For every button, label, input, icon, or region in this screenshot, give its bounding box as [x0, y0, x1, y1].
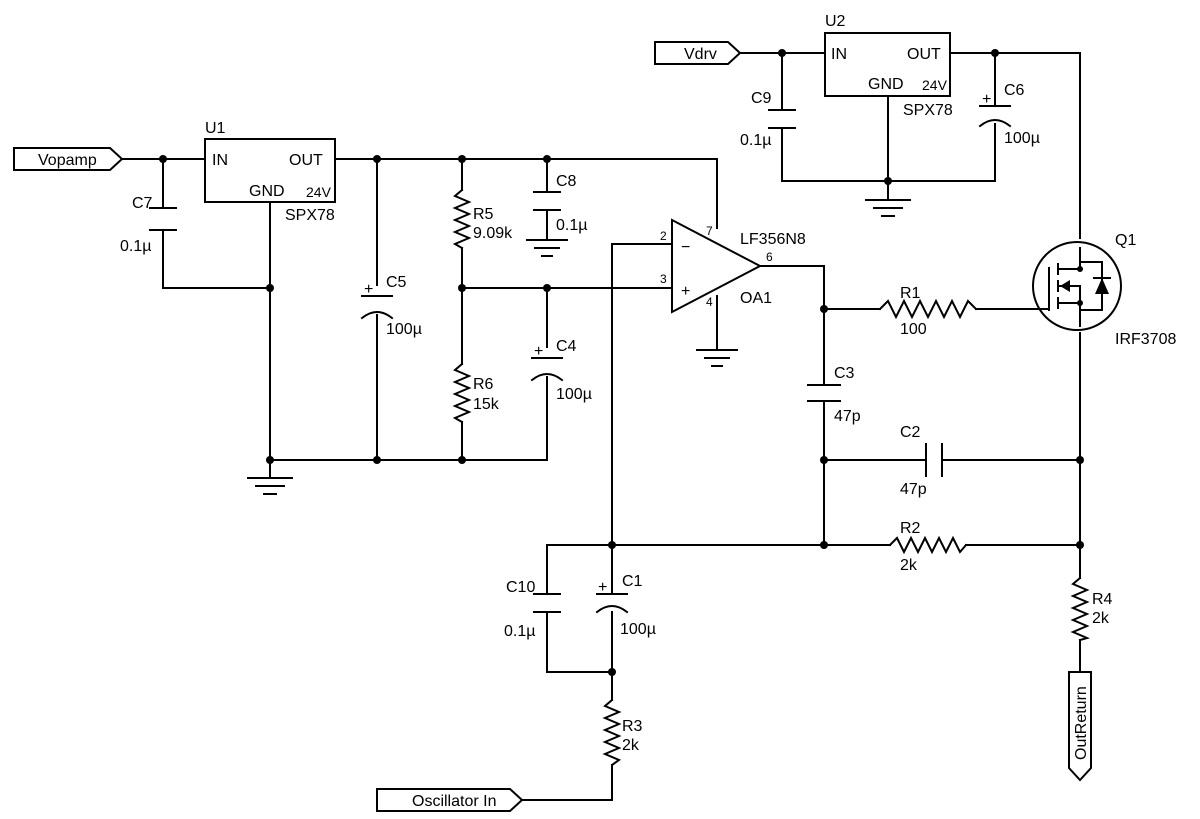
- resistor-r6: R6 15k: [452, 362, 500, 424]
- resistor-r3: R3 2k: [602, 698, 643, 767]
- port-vdrv: Vdrv: [654, 41, 742, 65]
- u1-part: SPX78: [285, 207, 335, 224]
- c2-value: 47p: [900, 481, 927, 498]
- ground-symbol-u1: [247, 477, 293, 495]
- opamp-ref: OA1: [740, 290, 772, 307]
- port-outreturn: OutReturn: [1068, 671, 1092, 782]
- u2-voltage: 24V: [922, 77, 948, 93]
- u2-pin-gnd: GND: [868, 76, 904, 93]
- capacitor-c3: C3 47p: [807, 365, 861, 425]
- r4-value: 2k: [1092, 610, 1110, 627]
- capacitor-c6: + C6 100µ: [978, 82, 1040, 147]
- c6-ref: C6: [1004, 82, 1025, 99]
- c9-ref: C9: [751, 90, 772, 107]
- r6-value: 15k: [473, 396, 500, 413]
- c3-ref: C3: [834, 365, 855, 382]
- capacitor-c4: + C4 100µ: [530, 338, 592, 403]
- u2-ref: U2: [825, 13, 846, 30]
- r3-ref: R3: [622, 718, 643, 735]
- port-oscillator-in-label: Oscillator In: [412, 793, 496, 810]
- opamp-plus-symbol: +: [681, 283, 690, 300]
- wires: [121, 52, 1081, 801]
- c10-ref: C10: [506, 579, 535, 596]
- c1-ref: C1: [622, 573, 643, 590]
- u1-pin-in: IN: [212, 152, 228, 169]
- opamp-part: LF356N8: [740, 231, 806, 248]
- r2-value: 2k: [900, 557, 918, 574]
- r5-value: 9.09k: [473, 225, 513, 242]
- r1-value: 100: [900, 321, 927, 338]
- regulator-u1: U1 IN OUT GND 24V SPX78: [204, 120, 336, 224]
- port-vopamp: Vopamp: [13, 147, 124, 171]
- u2-pin-in: IN: [831, 46, 847, 63]
- u1-pin-out: OUT: [289, 152, 323, 169]
- u1-ref: U1: [205, 120, 226, 137]
- c5-ref: C5: [386, 274, 407, 291]
- port-vopamp-label: Vopamp: [38, 152, 97, 169]
- c8-value: 0.1µ: [556, 217, 587, 234]
- r1-ref: R1: [900, 285, 921, 302]
- port-outreturn-label: OutReturn: [1073, 686, 1090, 760]
- r4-ref: R4: [1092, 591, 1113, 608]
- opamp-pin-7: 7: [706, 224, 713, 238]
- c4-ref: C4: [556, 338, 577, 355]
- c6-value: 100µ: [1004, 130, 1040, 147]
- resistor-r5: R5 9.09k: [452, 188, 513, 250]
- c1-plus: +: [598, 579, 607, 596]
- c8-ref: C8: [556, 173, 577, 190]
- capacitor-c8: C8 0.1µ: [533, 173, 587, 234]
- ground-symbol-u2: [865, 199, 911, 217]
- c9-value: 0.1µ: [740, 132, 771, 149]
- u1-pin-gnd: GND: [249, 183, 285, 200]
- ground-symbol-c8: [526, 239, 568, 257]
- capacitor-c10: C10 0.1µ: [504, 579, 561, 640]
- u1-voltage: 24V: [306, 184, 332, 200]
- r2-ref: R2: [900, 520, 921, 537]
- port-vdrv-label: Vdrv: [684, 46, 717, 63]
- r5-ref: R5: [473, 206, 494, 223]
- capacitor-c2: C2 47p: [900, 424, 943, 498]
- c5-value: 100µ: [386, 321, 422, 338]
- opamp-oa1: − + 2 3 7 4 6 LF356N8 OA1: [660, 218, 806, 314]
- opamp-pin-3: 3: [660, 272, 667, 286]
- q1-part: IRF3708: [1115, 331, 1176, 348]
- c5-plus: +: [364, 281, 373, 298]
- c4-value: 100µ: [556, 386, 592, 403]
- capacitor-c7: C7 0.1µ: [120, 195, 177, 255]
- c4-plus: +: [534, 343, 543, 360]
- junction-dots: [159, 49, 1084, 676]
- resistor-r4: R4 2k: [1070, 576, 1113, 642]
- port-oscillator-in: Oscillator In: [376, 788, 524, 812]
- u2-pin-out: OUT: [907, 46, 941, 63]
- capacitor-c5: + C5 100µ: [360, 274, 422, 338]
- c1-value: 100µ: [620, 621, 656, 638]
- r3-value: 2k: [622, 737, 640, 754]
- capacitor-c9: C9 0.1µ: [740, 90, 796, 149]
- opamp-pin-4: 4: [706, 295, 713, 309]
- u2-part: SPX78: [903, 102, 953, 119]
- opamp-pin-2: 2: [660, 229, 667, 243]
- resistor-r1: R1 100: [878, 285, 978, 338]
- c7-ref: C7: [132, 195, 153, 212]
- r6-ref: R6: [473, 376, 494, 393]
- capacitor-c1: + C1 100µ: [595, 573, 656, 638]
- c7-value: 0.1µ: [120, 238, 151, 255]
- c2-ref: C2: [900, 424, 921, 441]
- q1-ref: Q1: [1115, 232, 1136, 249]
- c3-value: 47p: [834, 408, 861, 425]
- opamp-minus-symbol: −: [681, 239, 690, 256]
- ground-symbol-opamp: [696, 349, 738, 367]
- mosfet-q1: Q1 IRF3708: [1032, 232, 1176, 348]
- c10-value: 0.1µ: [504, 623, 535, 640]
- c6-plus: +: [982, 91, 991, 108]
- resistor-r2: R2 2k: [888, 520, 968, 574]
- opamp-pin-6: 6: [766, 250, 773, 264]
- regulator-u2: U2 IN OUT GND 24V SPX78: [824, 13, 953, 119]
